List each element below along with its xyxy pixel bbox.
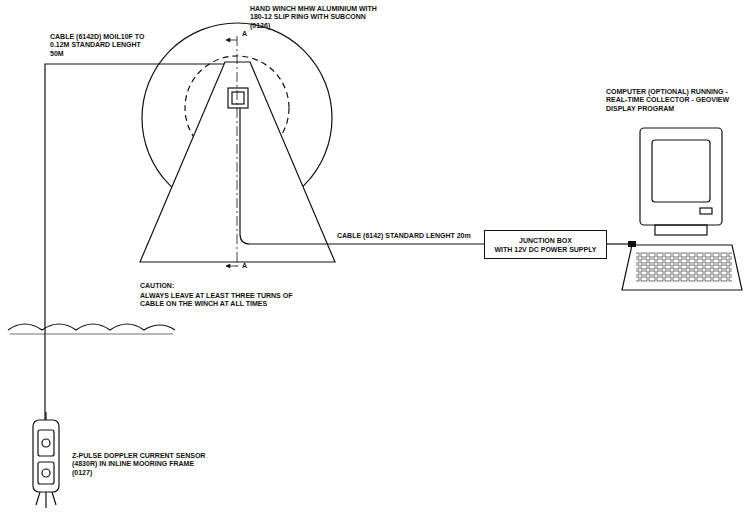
caution-note: ALWAYS LEAVE AT LEAST THREE TURNS OF CAB… xyxy=(140,292,300,309)
cable-label: CABLE (6142) STANDARD LENGHT 20m xyxy=(337,232,482,240)
box-title: JUNCTION BOX xyxy=(485,236,606,245)
box-text: WITH 12V DC POWER SUPPLY xyxy=(485,245,606,254)
junction-box: JUNCTION BOXWITH 12V DC POWER SUPPLY xyxy=(484,230,607,259)
caution-heading: CAUTION: xyxy=(140,282,220,290)
winch-cable xyxy=(240,108,330,244)
doppler-sensor xyxy=(33,412,59,508)
section-mark: A xyxy=(242,262,262,270)
winch-frame xyxy=(140,62,335,262)
slip-ring-core xyxy=(232,92,244,104)
water-surface xyxy=(8,324,175,330)
plug xyxy=(628,241,636,247)
sensor-label: Z-PULSE DOPPLER CURRENT SENSOR (4830R) I… xyxy=(72,452,207,477)
cable-to-box xyxy=(330,243,484,244)
section-heads xyxy=(226,38,230,268)
section-line xyxy=(237,36,238,270)
water-line xyxy=(10,334,173,335)
computer-label: COMPUTER (OPTIONAL) RUNNING - REAL-TIME … xyxy=(606,88,734,113)
section-arrows xyxy=(226,40,237,266)
computer xyxy=(622,128,742,290)
section-mark: A xyxy=(242,30,262,38)
cable-label: CABLE (6142D) MOIL10F TO 0.12M STANDARD … xyxy=(50,33,145,58)
part-label: HAND WINCH MHW ALUMINIUM WITH 180-12 SLI… xyxy=(250,5,385,30)
slip-ring xyxy=(228,88,248,108)
